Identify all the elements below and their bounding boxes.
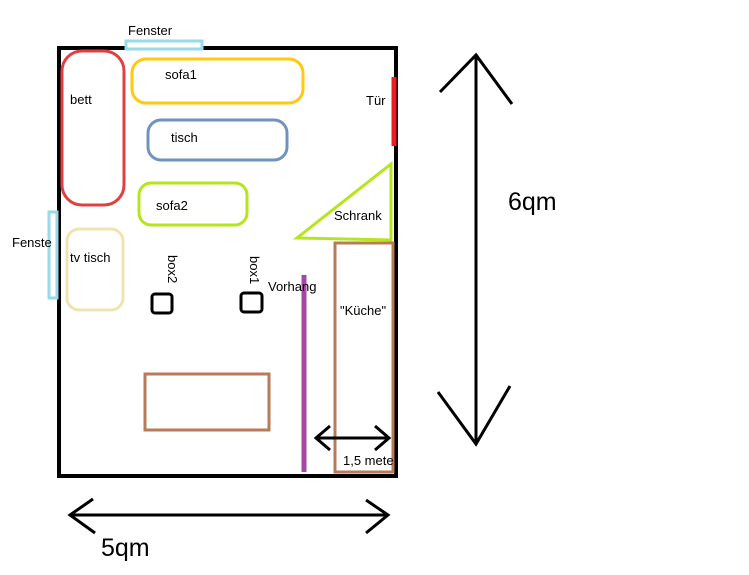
window-left xyxy=(47,210,59,300)
kitchen-width-label: 1,5 meter xyxy=(343,453,398,468)
curtain-label: Vorhang xyxy=(268,279,317,294)
box1 xyxy=(239,291,264,314)
bed xyxy=(60,49,126,207)
box2 xyxy=(150,292,174,315)
height-dimension-label: 6qm xyxy=(508,188,557,216)
width-dimension-arrow xyxy=(67,497,391,535)
tv-table xyxy=(65,227,125,312)
cabinet-label: Schrank xyxy=(334,208,382,223)
window-top-label: Fenster xyxy=(128,23,173,38)
box2-label: box2 xyxy=(165,255,180,284)
cabinet xyxy=(292,160,393,242)
table xyxy=(146,118,289,162)
kitchen-label: "Küche" xyxy=(340,303,387,318)
window-top xyxy=(124,39,204,51)
sofa1 xyxy=(130,57,305,105)
tv-table-label: tv tisch xyxy=(70,250,111,265)
sofa2 xyxy=(137,181,249,227)
kitchen xyxy=(333,241,395,474)
room-walls xyxy=(57,46,398,478)
window-left-label: Fenste xyxy=(12,235,52,250)
box1-label: box1 xyxy=(247,256,262,285)
sofa2-label: sofa2 xyxy=(156,198,188,213)
height-dimension-arrow xyxy=(436,52,514,447)
door-label: Tür xyxy=(366,93,386,108)
table-label: tisch xyxy=(171,130,198,145)
bed-label: bett xyxy=(70,92,92,107)
width-dimension-label: 5qm xyxy=(101,534,150,562)
sofa1-label: sofa1 xyxy=(165,67,197,82)
rug xyxy=(143,372,271,432)
kitchen-width-arrow xyxy=(313,424,392,452)
